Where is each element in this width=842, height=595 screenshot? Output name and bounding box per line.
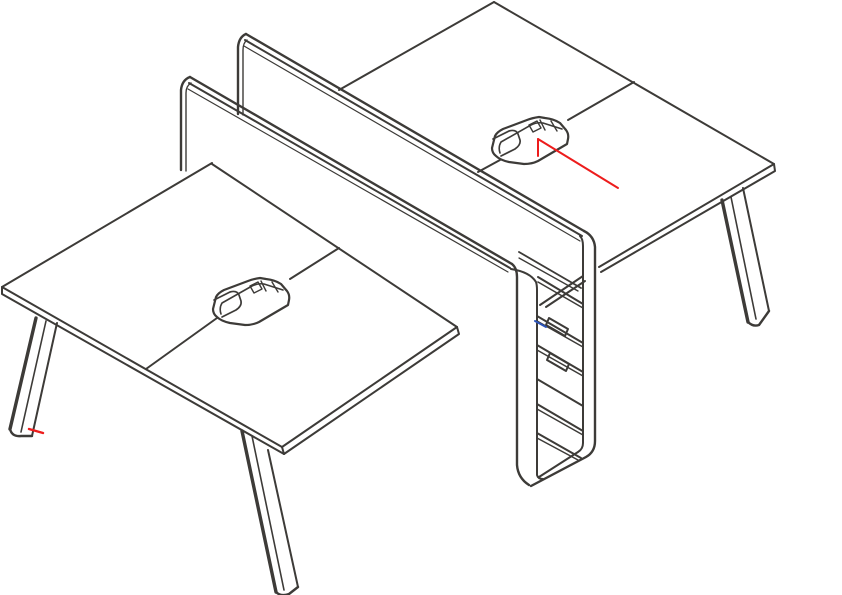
screen-rear-top-edge bbox=[244, 32, 586, 233]
desk-right-left-edge bbox=[338, 1, 495, 91]
pedestal bbox=[536, 276, 584, 461]
pedestal-top-edge bbox=[537, 276, 584, 305]
mouse-right bbox=[490, 115, 570, 166]
mouse-left-body bbox=[211, 276, 291, 327]
pedestal-bottom-panel bbox=[536, 432, 582, 459]
desk-right bbox=[338, 1, 776, 308]
screen-front bbox=[179, 75, 544, 487]
red-leader-arrow bbox=[537, 138, 619, 189]
desk-left-back-edge bbox=[1, 162, 213, 288]
screen-front-top-edge bbox=[188, 75, 514, 266]
desk-left bbox=[1, 162, 460, 455]
red-tick bbox=[27, 427, 45, 435]
desk-left-seam bbox=[289, 247, 340, 280]
desk-right-front-edge bbox=[598, 163, 775, 268]
drawer-2-bottom bbox=[536, 378, 584, 407]
screen-rear bbox=[236, 32, 597, 488]
mouse-left bbox=[211, 276, 291, 327]
blue-tick bbox=[534, 320, 547, 328]
desk-left-screen-junction bbox=[211, 163, 458, 328]
desk-right-leg bbox=[720, 187, 771, 327]
desk-right-seam bbox=[567, 81, 635, 121]
desk-left-right-edge bbox=[281, 326, 458, 448]
desk-left-front-edge bbox=[1, 286, 283, 448]
mouse-right-body bbox=[490, 115, 570, 166]
desk-left-leg-rear bbox=[8, 316, 58, 438]
shelf-edge bbox=[536, 403, 584, 432]
desk-left-leg-front bbox=[240, 429, 300, 595]
drawer-1-top bbox=[536, 315, 584, 344]
